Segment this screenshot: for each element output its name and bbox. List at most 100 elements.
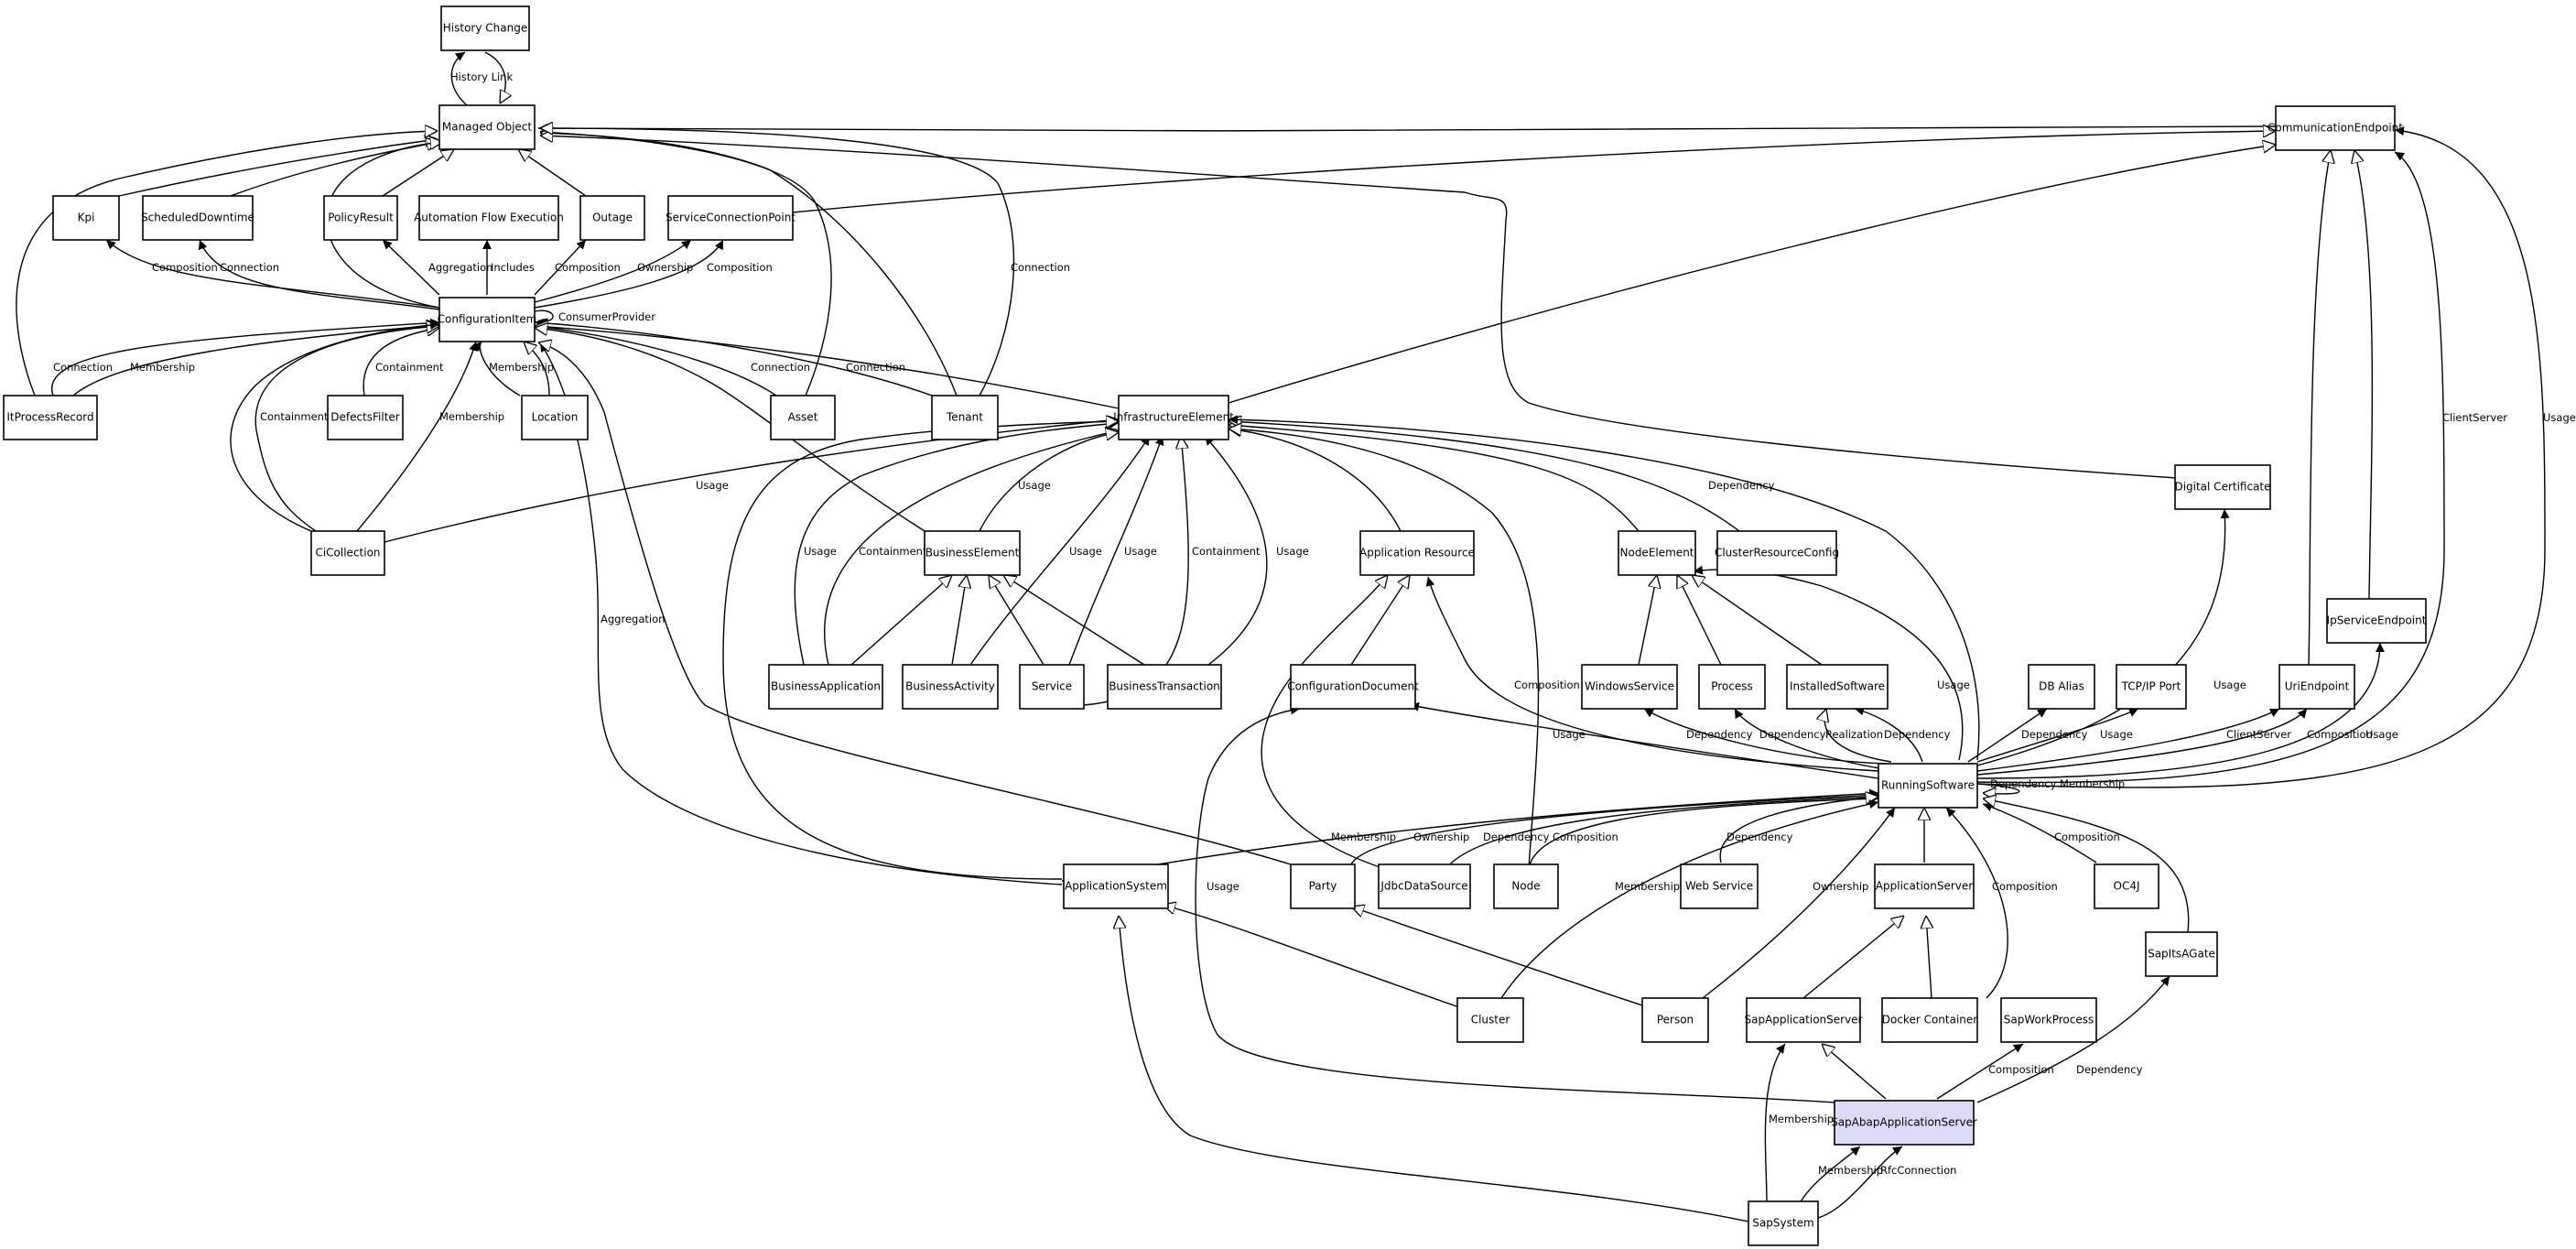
node-kpi[interactable]: Kpi xyxy=(52,195,120,241)
edge-label-ar-composition: Composition xyxy=(1514,679,1580,691)
edge-label-scp-ownership: Ownership xyxy=(637,261,693,274)
edge-rs-is-realization xyxy=(1824,709,1892,763)
node-service-connection-point[interactable]: ServiceConnectionPoint xyxy=(666,195,796,241)
node-label: SapWorkProcess xyxy=(2004,1014,2094,1026)
node-label: SapAbapApplicationServer xyxy=(1831,1116,1977,1129)
node-node[interactable]: Node xyxy=(1493,863,1559,909)
node-itprocess-record[interactable]: ItProcessRecord xyxy=(3,395,98,440)
edge-ws-ne xyxy=(1638,575,1657,666)
node-cluster-resource-config[interactable]: ClusterResourceConfig xyxy=(1715,530,1839,576)
edge-sapsys-abap-rfc xyxy=(1817,1146,1903,1219)
edge-bt-be xyxy=(1003,575,1145,666)
node-web-service[interactable]: Web Service xyxy=(1680,863,1759,909)
node-sap-application-server[interactable]: SapApplicationServer xyxy=(1745,997,1863,1043)
node-party[interactable]: Party xyxy=(1290,863,1356,909)
node-business-transaction[interactable]: BusinessTransaction xyxy=(1107,664,1222,710)
edge-ar-ie xyxy=(1228,429,1402,532)
node-ip-service-endpoint[interactable]: IpServiceEndpoint xyxy=(2326,598,2427,644)
node-communication-endpoint[interactable]: CommunicationEndpoint xyxy=(2268,105,2403,151)
node-label: ServiceConnectionPoint xyxy=(666,212,796,224)
node-process[interactable]: Process xyxy=(1698,664,1766,710)
edge-label-ws-dependency: Dependency xyxy=(1686,728,1753,741)
edge-node-ie xyxy=(1228,429,1540,869)
node-asset[interactable]: Asset xyxy=(770,395,836,440)
node-running-software[interactable]: RunningSoftware xyxy=(1878,763,1978,809)
node-uri-endpoint[interactable]: UriEndpoint xyxy=(2278,664,2355,710)
node-label: DB Alias xyxy=(2039,680,2084,693)
edge-label-uri-composition: Composition xyxy=(2307,728,2373,741)
node-installed-software[interactable]: InstalledSoftware xyxy=(1786,664,1889,710)
node-configuration-item[interactable]: ConfigurationItem xyxy=(438,297,537,342)
node-cluster[interactable]: Cluster xyxy=(1456,997,1524,1043)
edge-rs-is-dependency xyxy=(1854,706,1923,763)
node-application-system[interactable]: ApplicationSystem xyxy=(1063,863,1169,909)
node-label: CiCollection xyxy=(315,547,380,559)
node-person[interactable]: Person xyxy=(1641,997,1709,1043)
node-managed-object[interactable]: Managed Object xyxy=(438,104,536,150)
edge-label-sd-connection: Connection xyxy=(220,261,279,274)
node-policy-result[interactable]: PolicyResult xyxy=(323,195,398,241)
node-tenant[interactable]: Tenant xyxy=(931,395,999,440)
node-label: InstalledSoftware xyxy=(1790,680,1885,693)
node-sap-abap-application-server[interactable]: SapAbapApplicationServer xyxy=(1831,1100,1977,1146)
edge-abap-sas xyxy=(1822,1044,1887,1100)
node-business-element[interactable]: BusinessElement xyxy=(924,530,1021,576)
node-sap-work-process[interactable]: SapWorkProcess xyxy=(2000,997,2097,1043)
edge-docker-appserver xyxy=(1926,916,1932,999)
node-outage[interactable]: Outage xyxy=(579,195,645,241)
edge-label-rs-is-usage: Usage xyxy=(1937,679,1970,691)
edge-itprocess-record-managed-object xyxy=(16,131,438,396)
edge-sapsys-as xyxy=(1119,916,1749,1222)
edge-sapits-rs xyxy=(1983,798,2190,933)
edge-label-swp-composition: Composition xyxy=(1988,1063,2054,1076)
edge-cluster-rs xyxy=(1500,799,1879,999)
node-business-application[interactable]: BusinessApplication xyxy=(768,664,883,710)
node-infrastructure-element[interactable]: InfrastructureElement xyxy=(1113,395,1234,440)
node-label: History Change xyxy=(443,22,527,35)
edge-label-ba-containment: Containment xyxy=(859,545,927,558)
node-service[interactable]: Service xyxy=(1019,664,1085,710)
edge-label-tenant-connection: Connection xyxy=(846,361,905,374)
node-label: BusinessActivity xyxy=(905,680,995,693)
edge-asset-ci xyxy=(534,322,777,396)
node-sap-system[interactable]: SapSystem xyxy=(1748,1200,1819,1246)
node-history-change[interactable]: History Change xyxy=(440,5,530,51)
node-windows-service[interactable]: WindowsService xyxy=(1581,664,1678,710)
node-application-resource[interactable]: Application Resource xyxy=(1359,530,1475,576)
node-automation-flow-execution[interactable]: Automation Flow Execution xyxy=(414,195,564,241)
node-tcpip-port[interactable]: TCP/IP Port xyxy=(2116,664,2187,710)
node-location[interactable]: Location xyxy=(521,395,589,440)
edge-label-usage-right: Usage xyxy=(2543,411,2576,424)
node-defects-filter[interactable]: DefectsFilter xyxy=(327,395,404,440)
edge-label-node-composition: Composition xyxy=(1553,831,1618,843)
edge-as-ie xyxy=(722,421,1119,880)
edge-docker-rs xyxy=(1945,807,2008,999)
node-business-activity[interactable]: BusinessActivity xyxy=(902,664,999,710)
node-label: PolicyResult xyxy=(328,212,394,224)
node-oc4j[interactable]: OC4J xyxy=(2094,863,2159,909)
node-configuration-document[interactable]: ConfigurationDocument xyxy=(1287,664,1419,710)
node-docker-container[interactable]: Docker Container xyxy=(1881,997,1978,1043)
node-db-alias[interactable]: DB Alias xyxy=(2028,664,2095,710)
node-digital-certificate[interactable]: Digital Certificate xyxy=(2174,464,2271,510)
edge-outage-managed-object xyxy=(518,149,587,197)
node-label: ItProcessRecord xyxy=(6,411,93,424)
edge-label-afe-includes: Includes xyxy=(491,261,535,274)
node-label: Digital Certificate xyxy=(2174,481,2270,494)
node-label: SapItsAGate xyxy=(2148,948,2215,961)
node-scheduled-downtime[interactable]: ScheduledDowntime xyxy=(141,195,254,241)
edge-label-svc-containment: Containment xyxy=(1192,545,1261,558)
edge-label-db-dependency: Dependency xyxy=(2021,728,2088,741)
node-node-element[interactable]: NodeElement xyxy=(1618,530,1696,576)
node-jdbc-data-source[interactable]: JdbcDataSource xyxy=(1378,863,1471,909)
node-sapits-agate[interactable]: SapItsAGate xyxy=(2145,931,2218,977)
node-label: BusinessTransaction xyxy=(1109,680,1220,693)
node-label: DefectsFilter xyxy=(330,411,400,424)
node-ci-collection[interactable]: CiCollection xyxy=(310,530,385,576)
edge-is-ne xyxy=(1692,575,1823,666)
node-label: Outage xyxy=(592,212,633,224)
edge-rs-ipse-usage xyxy=(1976,642,2385,779)
edge-label-scp-composition: Composition xyxy=(707,261,773,274)
node-application-server[interactable]: ApplicationServer xyxy=(1874,863,1975,909)
edge-sapsys-sas xyxy=(1764,1043,1786,1204)
